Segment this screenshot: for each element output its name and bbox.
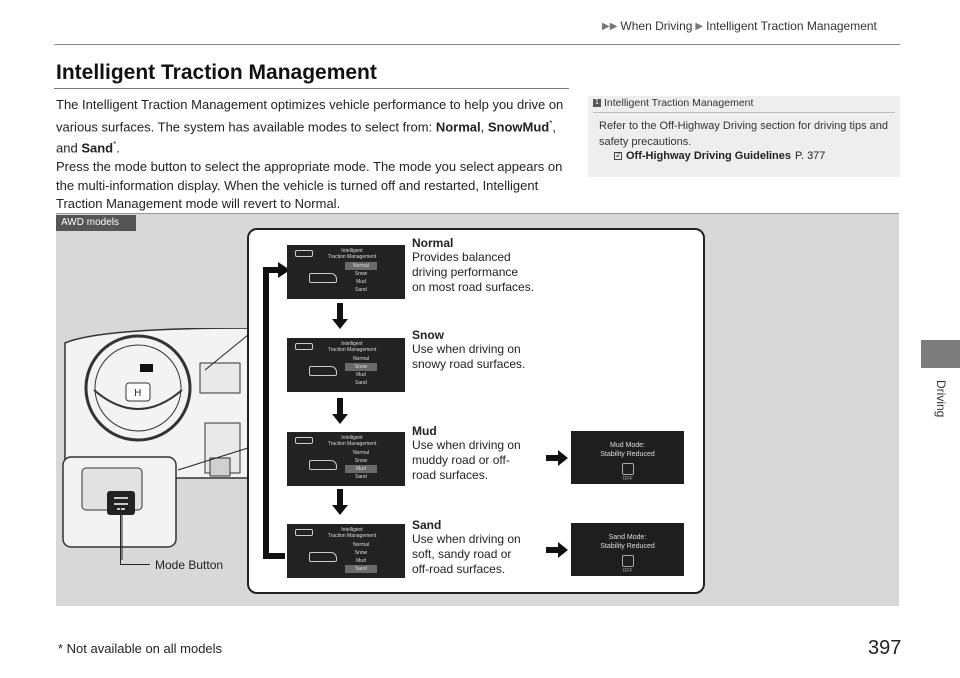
breadcrumb: ▶▶ When Driving ▶ Intelligent Traction M… — [602, 19, 877, 33]
breadcrumb-arrow-icon: ▶ — [695, 20, 704, 32]
page-title: Intelligent Traction Management — [56, 61, 377, 84]
screen-mode-option: Sand — [345, 565, 377, 573]
mode-mud-text: Mud Use when driving on muddy road or of… — [412, 424, 521, 482]
awd-models-badge: AWD models — [56, 215, 136, 231]
mode-button-label: Mode Button — [155, 558, 224, 572]
mode-button-leader-vertical — [120, 506, 121, 564]
mode-normal-text: Normal Provides balanced driving perform… — [412, 236, 535, 294]
body-text: The Intelligent Traction Management opti… — [56, 96, 571, 214]
chapter-tab-marker[interactable] — [921, 340, 960, 368]
dashboard-illustration: H — [60, 328, 250, 538]
breadcrumb-arrow-icon: ▶▶ — [602, 20, 618, 32]
vehicle-icon — [295, 250, 313, 257]
screen-mode-option: Mud — [356, 372, 366, 378]
loop-back-arrow-icon — [263, 262, 290, 559]
vehicle-icon — [309, 366, 337, 376]
vehicle-icon — [309, 460, 337, 470]
vehicle-icon — [309, 552, 337, 562]
screen-mode-option: Normal — [352, 450, 370, 456]
instruction-paragraph: Press the mode button to select the appr… — [56, 159, 563, 212]
callout-leader-lines — [121, 334, 249, 560]
side-note-box — [588, 96, 900, 177]
right-arrow-icon — [546, 542, 568, 558]
screen-mode-option: Snow — [354, 550, 368, 556]
screen-mode-option: Sand — [355, 287, 367, 293]
mud-mode-alert-screen: Mud Mode: Stability Reduced OFF — [571, 431, 684, 484]
down-arrow-icon — [332, 489, 348, 515]
chapter-tab-label: Driving — [934, 380, 948, 418]
mode-button-closeup — [62, 456, 177, 548]
off-highway-guidelines-link[interactable]: 2 Off-Highway Driving Guidelines P. 377 — [614, 150, 825, 162]
side-note-heading: 1 Intelligent Traction Management — [593, 97, 753, 109]
right-arrow-icon — [546, 450, 568, 466]
note-marker-icon: 1 — [593, 99, 601, 107]
screen-mode-option: Snow — [354, 271, 368, 277]
page-number: 397 — [868, 637, 902, 659]
screen-mode-option: Mud — [345, 465, 377, 473]
vehicle-icon — [295, 529, 313, 536]
mode-button-leader — [120, 564, 150, 565]
breadcrumb-item-when-driving[interactable]: When Driving — [620, 19, 693, 33]
screen-mode-option: Sand — [355, 474, 367, 480]
sand-mode-alert-screen: Sand Mode: Stability Reduced OFF — [571, 523, 684, 576]
vehicle-icon — [309, 273, 337, 283]
down-arrow-icon — [332, 398, 348, 424]
screen-mode-option: Normal — [352, 356, 370, 362]
svg-text:H: H — [134, 388, 142, 399]
screen-mode-option: Normal — [345, 262, 377, 270]
screen-mode-option: Sand — [355, 380, 367, 386]
side-note-divider — [593, 112, 895, 113]
screen-mode-option: Snow — [354, 458, 368, 464]
mode-sand-text: Sand Use when driving on soft, sandy roa… — [412, 518, 521, 576]
vehicle-icon — [295, 437, 313, 444]
footnote: * Not available on all models — [58, 641, 223, 656]
header-divider — [54, 44, 900, 45]
page-reference-icon: 2 — [614, 152, 622, 160]
down-arrow-icon — [332, 303, 348, 329]
vehicle-icon — [295, 343, 313, 350]
screen-mode-option: Mud — [356, 558, 366, 564]
mode-snow-text: Snow Use when driving on snowy road surf… — [412, 328, 526, 371]
side-note-text: Refer to the Off-Highway Driving section… — [599, 120, 888, 148]
stability-off-icon — [621, 463, 634, 475]
title-divider — [54, 88, 569, 89]
screen-mode-option: Mud — [356, 279, 366, 285]
intro-paragraph: The Intelligent Traction Management opti… — [56, 97, 564, 156]
stability-off-icon — [621, 555, 634, 567]
screen-mode-option: Normal — [352, 542, 370, 548]
breadcrumb-item-itm[interactable]: Intelligent Traction Management — [706, 19, 877, 33]
screen-mode-option: Snow — [345, 363, 377, 371]
